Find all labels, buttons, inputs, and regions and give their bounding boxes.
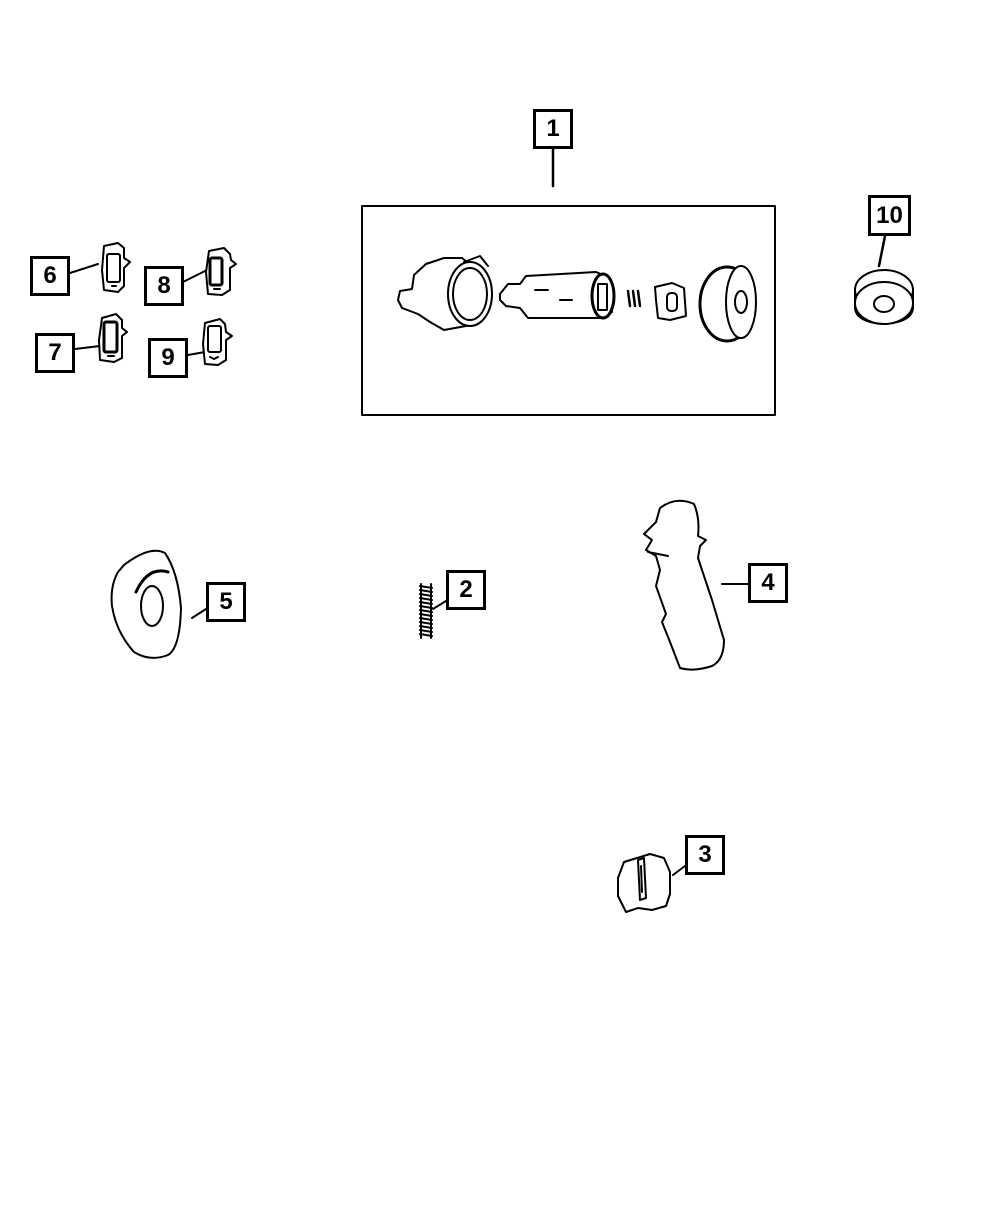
callout-10: 10 (868, 195, 911, 236)
callout-3: 3 (685, 835, 725, 875)
bezel-ring (854, 269, 914, 325)
callout-4: 4 (748, 563, 788, 603)
leader-lines (69, 146, 887, 876)
callout-5: 5 (206, 582, 246, 622)
cam-housing (617, 853, 671, 913)
callout-9: 9 (148, 338, 188, 378)
callout-8: 8 (144, 266, 184, 306)
lock-cylinder-kit (361, 205, 776, 416)
slider-clips (98, 242, 237, 366)
callout-7: 7 (35, 333, 75, 373)
callout-1: 1 (533, 109, 573, 149)
spring (419, 583, 433, 639)
lever-arm (643, 499, 725, 671)
callout-6: 6 (30, 256, 70, 296)
callout-2: 2 (446, 570, 486, 610)
retainer-plate (110, 549, 182, 659)
